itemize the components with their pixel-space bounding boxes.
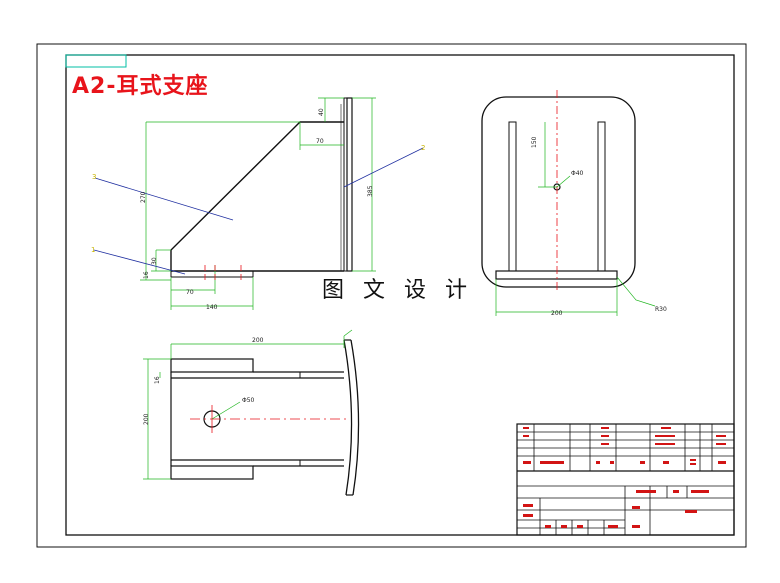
corner-code-box	[65, 54, 127, 68]
dim-front-hole: Φ40	[571, 170, 584, 177]
dim-side-bottom-w: 140	[206, 304, 218, 311]
dim-side-bottom-inner: 70	[186, 289, 194, 296]
drawing-title: A2-耳式支座	[72, 74, 209, 99]
outer-frame	[36, 43, 747, 548]
title-block-marks	[523, 427, 726, 528]
dim-side-height: 270	[140, 191, 147, 203]
inner-frame	[65, 54, 735, 536]
front-view	[481, 90, 656, 316]
dim-front-width: 200	[551, 310, 563, 317]
dim-front-radius: R30	[655, 306, 667, 313]
title-block	[516, 423, 735, 536]
dim-side-top-h: 40	[318, 108, 325, 116]
plan-view	[143, 329, 360, 496]
dim-side-total-h: 385	[367, 185, 374, 197]
dim-plan-height: 200	[143, 413, 150, 425]
part-label-3: 3	[92, 173, 96, 181]
dim-plan-width: 200	[252, 337, 264, 344]
dim-plan-hole: Φ50	[242, 397, 255, 404]
dim-side-top-w: 70	[316, 138, 324, 145]
dim-side-base-a: 16	[143, 271, 150, 279]
side-view	[93, 97, 424, 310]
part-label-2: 2	[421, 144, 425, 152]
dim-plan-thk: 16	[154, 376, 161, 384]
part-label-1: 1	[91, 246, 95, 254]
watermark-text: 图 文 设 计	[322, 275, 467, 307]
dim-front-height: 150	[531, 136, 538, 148]
dim-side-small: 30	[151, 257, 158, 265]
